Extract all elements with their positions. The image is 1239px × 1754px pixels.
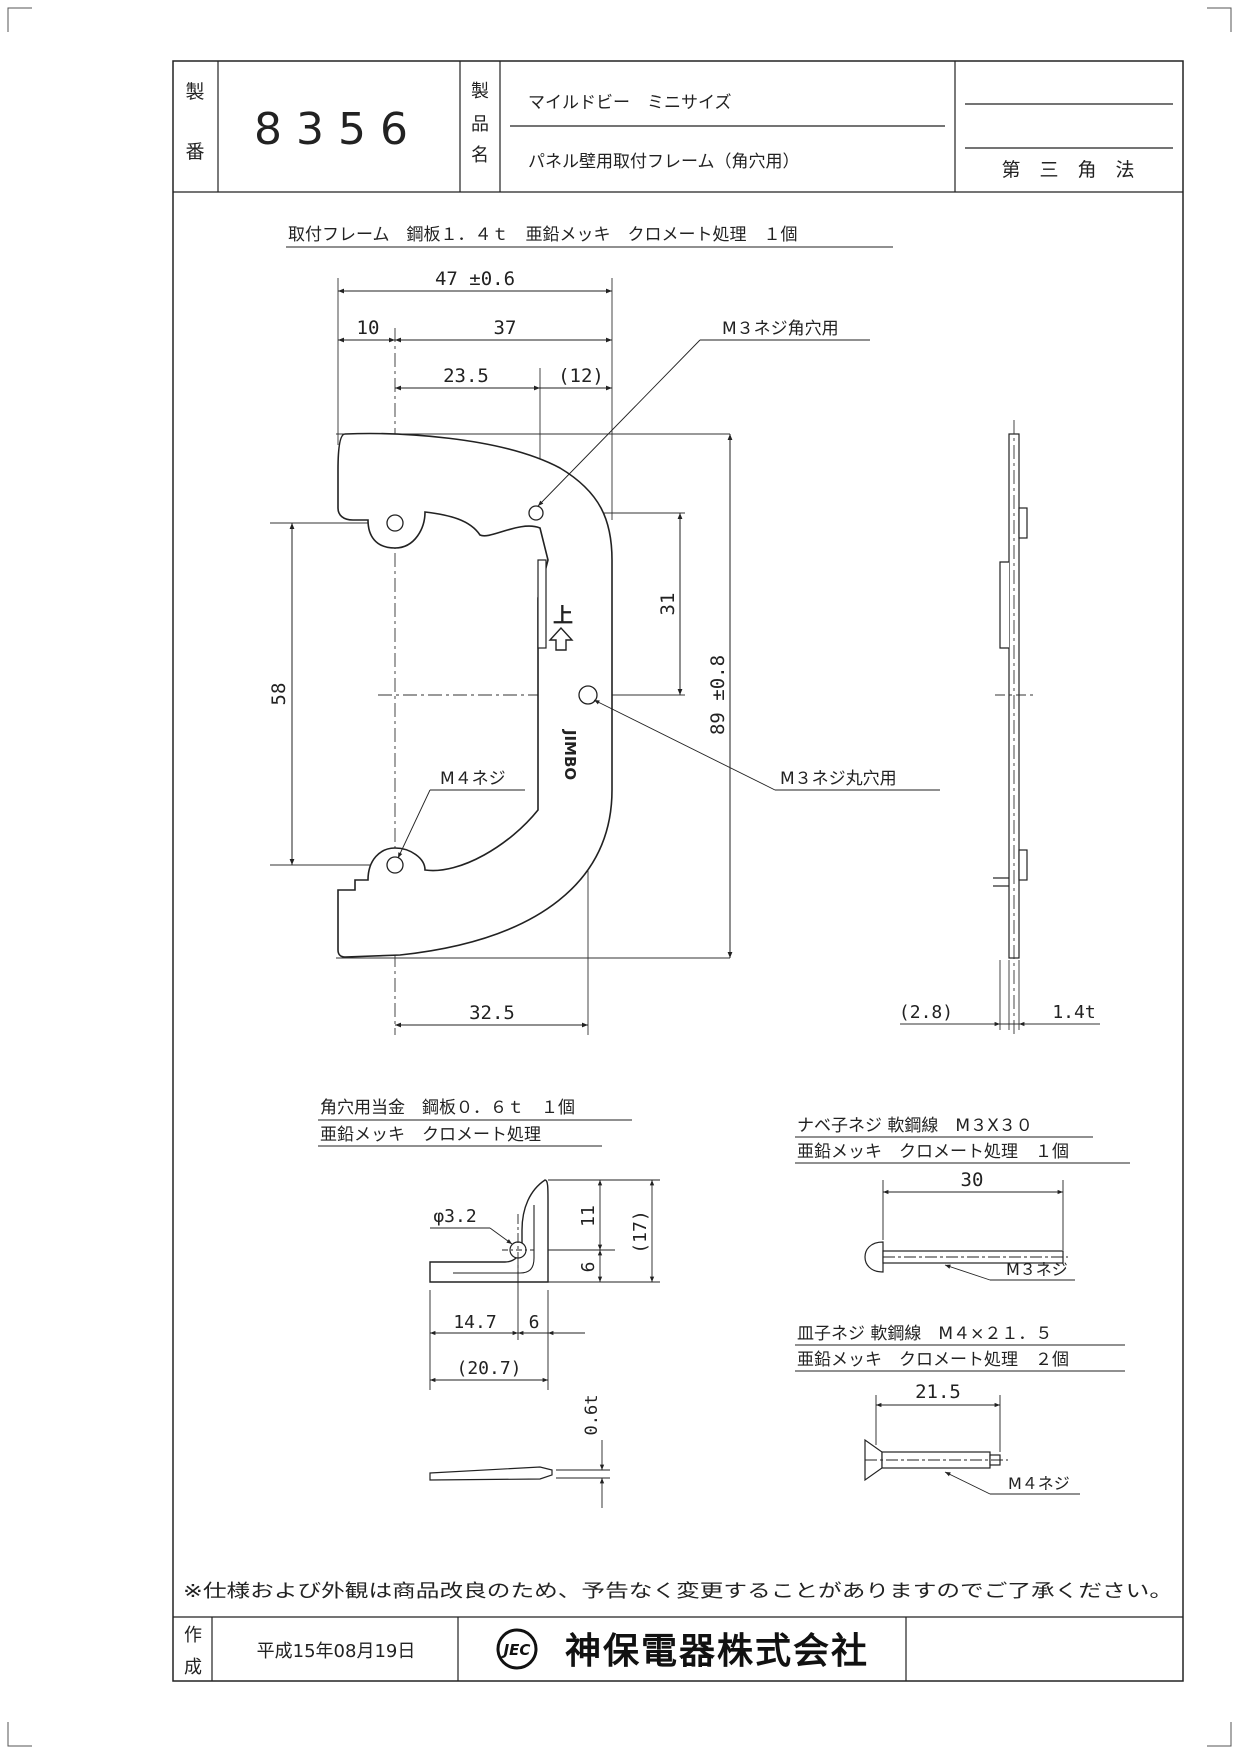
made-label-2: 成 xyxy=(184,1657,202,1678)
name-label-3: 名 xyxy=(471,145,489,166)
crop-marks xyxy=(7,7,1232,1747)
bracket-caption-2: 亜鉛メッキ クロメート処理 xyxy=(320,1125,541,1145)
footer-table xyxy=(173,1616,1183,1681)
product-line-1: マイルドビー ミニサイズ xyxy=(528,93,732,113)
dim-total-width: 47 ±0.6 xyxy=(435,268,515,290)
creation-date: 平成15年08月19日 xyxy=(257,1641,416,1662)
company-name: 神保電器株式会社 xyxy=(565,1631,869,1672)
screw-m3-dims xyxy=(882,1180,1075,1281)
m3-square-hole xyxy=(528,505,544,521)
part-number: 8356 xyxy=(254,104,422,155)
bracket-dim-lines xyxy=(429,1179,660,1390)
dim-right: 37 xyxy=(494,317,517,339)
bracket-dim-6v: 6 xyxy=(578,1262,599,1273)
bracket-dim-hole: φ3.2 xyxy=(433,1206,476,1227)
up-arrow-icon xyxy=(548,626,574,651)
m4-hole-top xyxy=(386,514,404,532)
m4-hole-bottom xyxy=(386,856,404,874)
screw-m4-label: M４ネジ xyxy=(1008,1474,1070,1493)
frame-outline xyxy=(337,432,613,958)
m3-round-hole xyxy=(578,685,598,705)
company-logo-icon: JEC xyxy=(496,1628,538,1670)
side-view-lines xyxy=(900,420,1100,1035)
label-square-hole: M３ネジ角穴用 xyxy=(722,319,839,339)
sheet-border xyxy=(172,60,1184,1682)
frame-slot xyxy=(537,559,547,649)
label-m4-screw: M４ネジ xyxy=(440,769,506,789)
number-label-1: 製 xyxy=(185,81,204,103)
side-dim-thickness: 1.4t xyxy=(1052,1002,1095,1023)
frame-caption: 取付フレーム 鋼板１．４ｔ 亜鉛メッキ クロメート処理 １個 xyxy=(288,225,798,245)
screw-m3-drawing xyxy=(864,1241,1068,1273)
dim-ref-12: (12) xyxy=(558,365,604,387)
bracket-dim-14-7: 14.7 xyxy=(453,1312,496,1333)
svg-text:JEC: JEC xyxy=(501,1641,531,1659)
up-arrow-label: 上 xyxy=(553,603,573,627)
dim-height: 89 ±0.8 xyxy=(707,655,729,735)
number-label-2: 番 xyxy=(185,141,204,163)
bracket-dim-6h: 6 xyxy=(529,1312,540,1333)
bracket-side-dims xyxy=(556,1440,610,1508)
bracket-dim-11: 11 xyxy=(578,1205,599,1227)
screw-m4-drawing xyxy=(864,1438,1008,1482)
bracket-dim-20-7: (20.7) xyxy=(456,1358,521,1379)
name-label-1: 製 xyxy=(471,81,489,102)
product-line-2: パネル壁用取付フレーム（角穴用） xyxy=(528,152,800,172)
title-block xyxy=(173,61,1183,193)
name-label-2: 品 xyxy=(471,114,489,135)
made-label-1: 作 xyxy=(184,1625,202,1646)
bracket-outline xyxy=(429,1179,549,1283)
frame-side-view xyxy=(993,433,1028,959)
bracket-dim-17: (17) xyxy=(630,1210,651,1253)
label-round-hole: M３ネジ丸穴用 xyxy=(780,769,897,789)
screw-m4-dims xyxy=(875,1395,1080,1495)
screw-m4-dim-length: 21.5 xyxy=(915,1381,961,1403)
brand-mark: JIMBO xyxy=(561,729,579,780)
screw-m3-dim-length: 30 xyxy=(961,1169,984,1191)
bracket-side-view xyxy=(429,1466,553,1481)
dim-bottom: 32.5 xyxy=(469,1002,515,1024)
dim-58: 58 xyxy=(268,683,290,706)
side-dim-gap: (2.8) xyxy=(899,1002,953,1023)
screw-m3-caption-1: ナベ子ネジ 軟鋼線 M３X３０ xyxy=(797,1116,1033,1136)
screw-m3-label: M３ネジ xyxy=(1006,1260,1068,1279)
dim-left: 10 xyxy=(357,317,380,339)
dim-31: 31 xyxy=(657,593,679,616)
screw-m4-caption-1: 皿子ネジ 軟鋼線 M４×２１．５ xyxy=(797,1324,1052,1344)
screw-m3-caption-2: 亜鉛メッキ クロメート処理 １個 xyxy=(797,1142,1069,1162)
dim-hole-offset: 23.5 xyxy=(443,365,489,387)
frame-dimension-lines xyxy=(289,288,733,1028)
projection-method: 第 三 角 法 xyxy=(1001,159,1134,181)
footer-note: ※仕様および外観は商品改良のため、予告なく変更することがありますのでご了承くださ… xyxy=(183,1581,1173,1602)
bracket-caption-1: 角穴用当金 鋼板０．６ｔ １個 xyxy=(320,1098,575,1118)
bracket-dim-thickness: 0.6t xyxy=(582,1395,602,1436)
bracket-slot xyxy=(453,1205,535,1274)
screw-m4-caption-2: 亜鉛メッキ クロメート処理 ２個 xyxy=(797,1350,1069,1370)
frame-leaders xyxy=(397,339,940,859)
